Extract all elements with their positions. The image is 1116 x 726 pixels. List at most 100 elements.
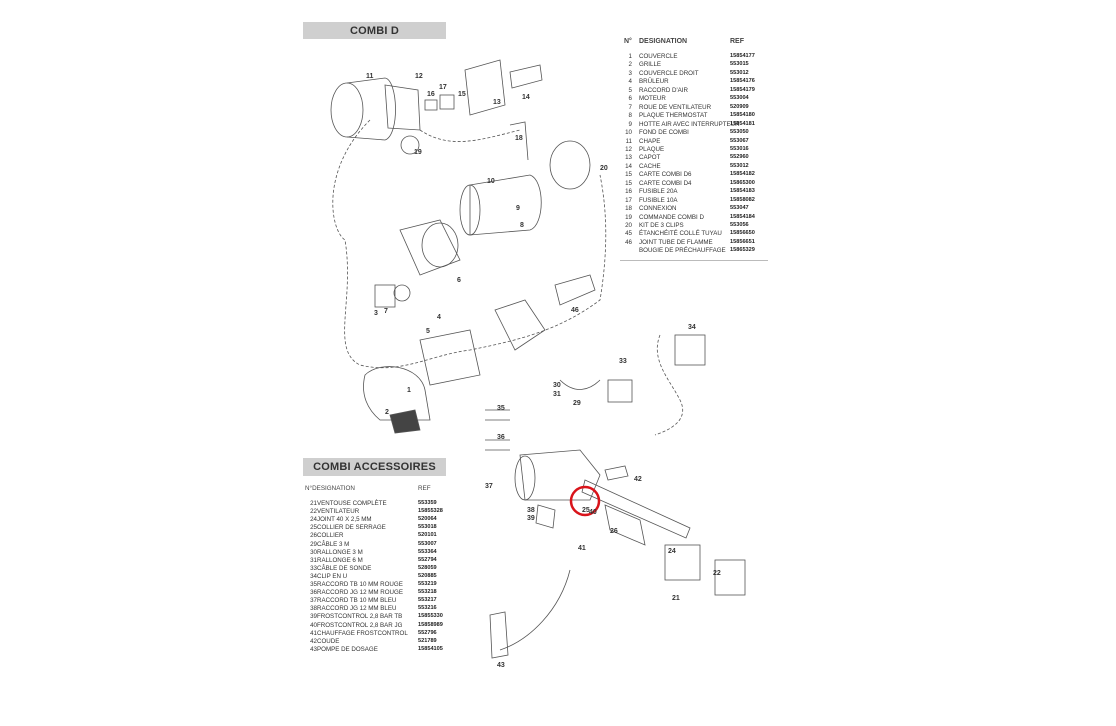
part-ref: 552796 bbox=[418, 629, 437, 636]
callout-number: 33 bbox=[619, 358, 627, 365]
callout-number: 10 bbox=[487, 178, 495, 185]
part-ref: 552960 bbox=[730, 154, 749, 161]
part-number: 38 bbox=[310, 605, 317, 613]
part-designation: RACCORD D'AIR bbox=[639, 86, 688, 94]
fan-wheel bbox=[393, 284, 411, 302]
assembly-dashed-line-upper bbox=[419, 129, 521, 142]
part-designation: BRÛLEUR bbox=[639, 78, 669, 86]
callout-number: 13 bbox=[493, 99, 501, 106]
callout-number: 9 bbox=[516, 205, 520, 212]
part-designation: COMMANDE COMBI D bbox=[639, 213, 704, 221]
burner-part bbox=[419, 329, 481, 386]
part-ref: 553016 bbox=[730, 145, 749, 152]
part-ref: 520064 bbox=[418, 516, 437, 523]
part-number: 40 bbox=[310, 621, 317, 629]
heater-front bbox=[514, 455, 536, 501]
acc-header-designation: N°DESIGNATION bbox=[305, 485, 355, 492]
cover-cylinder-body bbox=[346, 77, 396, 141]
part-number: 2 bbox=[628, 61, 632, 69]
part-ref: 520909 bbox=[730, 103, 749, 110]
part-number: 1 bbox=[628, 53, 632, 60]
part-ref: 553007 bbox=[418, 540, 437, 547]
part-ref: 553359 bbox=[418, 500, 437, 506]
right-cover bbox=[374, 284, 396, 308]
callout-number: 14 bbox=[522, 94, 530, 101]
part-ref: 553364 bbox=[418, 548, 437, 555]
part-ref: 15865329 bbox=[730, 247, 755, 254]
couvercle-part bbox=[363, 366, 431, 421]
frostcontrol-part bbox=[535, 504, 556, 529]
flame-tube bbox=[554, 274, 596, 306]
part-designation: COUVERCLE bbox=[639, 53, 678, 60]
fuse-part bbox=[424, 99, 438, 111]
cover-cylinder-front bbox=[330, 82, 364, 138]
part-number: 36 bbox=[310, 589, 317, 597]
part-number: 9 bbox=[628, 120, 632, 128]
callout-number: 17 bbox=[439, 84, 447, 91]
part-number: 34 bbox=[310, 572, 317, 580]
part-designation: CHAPE bbox=[639, 137, 661, 145]
part-number: 46 bbox=[625, 238, 632, 246]
callout-number: 2 bbox=[385, 409, 389, 416]
part-ref: 15856650 bbox=[730, 230, 755, 237]
part-number: 15 bbox=[625, 171, 632, 179]
part-designation: FOND DE COMBI bbox=[639, 129, 689, 137]
callout-number: 46 bbox=[571, 307, 579, 314]
part-number: 35 bbox=[310, 581, 317, 588]
combi-body-front bbox=[459, 184, 481, 236]
part-number: 20 bbox=[625, 222, 632, 229]
highlight-circle bbox=[569, 485, 601, 517]
combi-d-title: COMBI D bbox=[303, 22, 446, 39]
part-designation: CACHE bbox=[639, 162, 661, 170]
callout-number: 21 bbox=[672, 595, 680, 602]
part-ref: 15854179 bbox=[730, 86, 755, 93]
combi-d-assembly bbox=[330, 59, 607, 434]
part-ref: 15856651 bbox=[730, 238, 755, 245]
connection-wire bbox=[509, 121, 529, 161]
part-designation: KIT DE 3 CLIPS bbox=[639, 222, 684, 229]
part-designation: RACCORD TB 10 MM ROUGE bbox=[317, 581, 403, 588]
grille-part bbox=[389, 409, 421, 434]
callout-number: 12 bbox=[415, 73, 423, 80]
part-ref: 15858989 bbox=[418, 621, 443, 628]
part-number: 3 bbox=[628, 69, 632, 77]
cache-part bbox=[509, 64, 543, 89]
accessory-cable-path bbox=[654, 334, 683, 436]
part-designation: ÉTANCHÉITÉ COLLÉ TUYAU bbox=[639, 230, 722, 238]
callout-number: 1 bbox=[407, 387, 411, 394]
part-ref: 553067 bbox=[730, 137, 749, 144]
heater-body bbox=[519, 449, 601, 501]
part-number: 6 bbox=[628, 95, 632, 103]
part-designation: COUVERCLE DROIT bbox=[639, 69, 699, 77]
part-ref: 15854176 bbox=[730, 78, 755, 85]
callout-number: 43 bbox=[497, 662, 505, 669]
part-number: 15 bbox=[625, 179, 632, 187]
part-ref: 553217 bbox=[418, 597, 437, 604]
dosing-pump-line bbox=[499, 569, 571, 651]
part-designation: JOINT 40 X 2,5 MM bbox=[317, 516, 372, 524]
part-ref: 15855328 bbox=[418, 508, 443, 515]
callout-number: 3 bbox=[374, 310, 378, 317]
callout-number: 38 bbox=[527, 507, 535, 514]
part-designation: RACCORD JG 12 MM ROUGE bbox=[317, 589, 403, 597]
part-ref: 552794 bbox=[418, 556, 437, 563]
combi-body bbox=[469, 174, 542, 236]
part-designation: BOUGIE DE PRÉCHAUFFAGE bbox=[639, 247, 726, 255]
part-number: 31 bbox=[310, 556, 317, 564]
part-number: 5 bbox=[628, 86, 632, 94]
callout-number: 26 bbox=[610, 528, 618, 535]
part-number: 37 bbox=[310, 597, 317, 605]
motor-coil bbox=[421, 222, 459, 268]
fuse-part-2 bbox=[439, 94, 455, 110]
part-number: 13 bbox=[625, 154, 632, 162]
callout-number: 41 bbox=[578, 545, 586, 552]
part-ref: 15854177 bbox=[730, 53, 755, 59]
part-designation: COLLIER DE SERRAGE bbox=[317, 524, 386, 532]
part-ref: 15854184 bbox=[730, 213, 755, 220]
accessories-assembly bbox=[485, 334, 746, 659]
raccord-parts bbox=[485, 409, 510, 451]
part-designation: RACCORD TB 10 MM BLEU bbox=[317, 597, 397, 605]
plate-part bbox=[384, 84, 421, 131]
header-designation: DESIGNATION bbox=[639, 38, 688, 45]
